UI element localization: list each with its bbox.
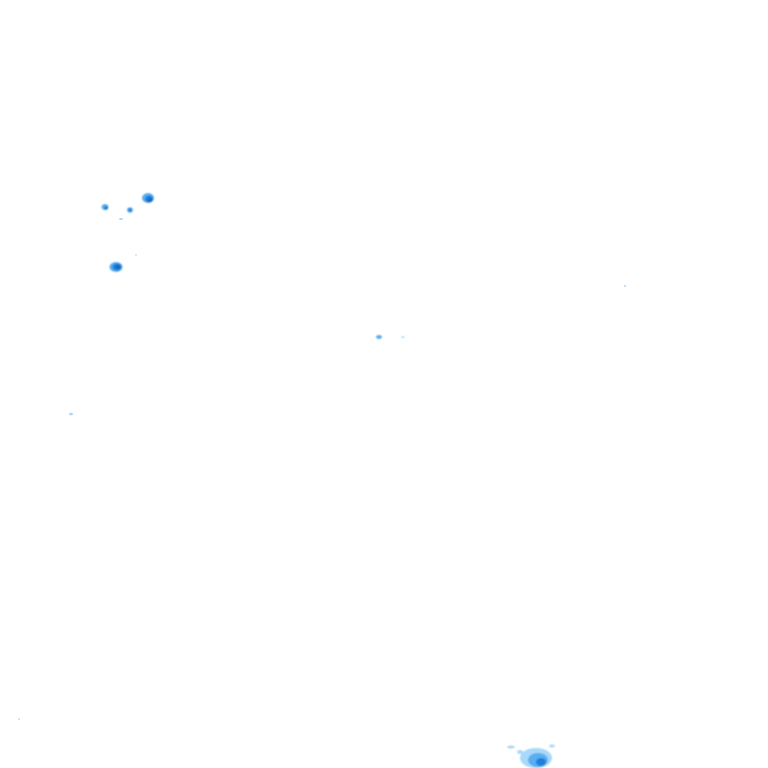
- precip-fleck-west: [135, 254, 137, 256]
- precip-cell-northwest-c: [127, 207, 133, 213]
- precip-fleck-far-west: [69, 412, 73, 416]
- precip-fleck-southwest: [18, 718, 20, 720]
- precip-cell-center: [376, 335, 405, 339]
- precip-fleck-east: [624, 285, 626, 287]
- precip-fleck-northwest: [119, 218, 123, 220]
- precip-cell-northwest-b: [101, 204, 109, 210]
- precip-cell-west: [109, 262, 123, 272]
- precip-cell-northwest-a: [142, 193, 154, 203]
- precip-cluster-south: [507, 744, 555, 768]
